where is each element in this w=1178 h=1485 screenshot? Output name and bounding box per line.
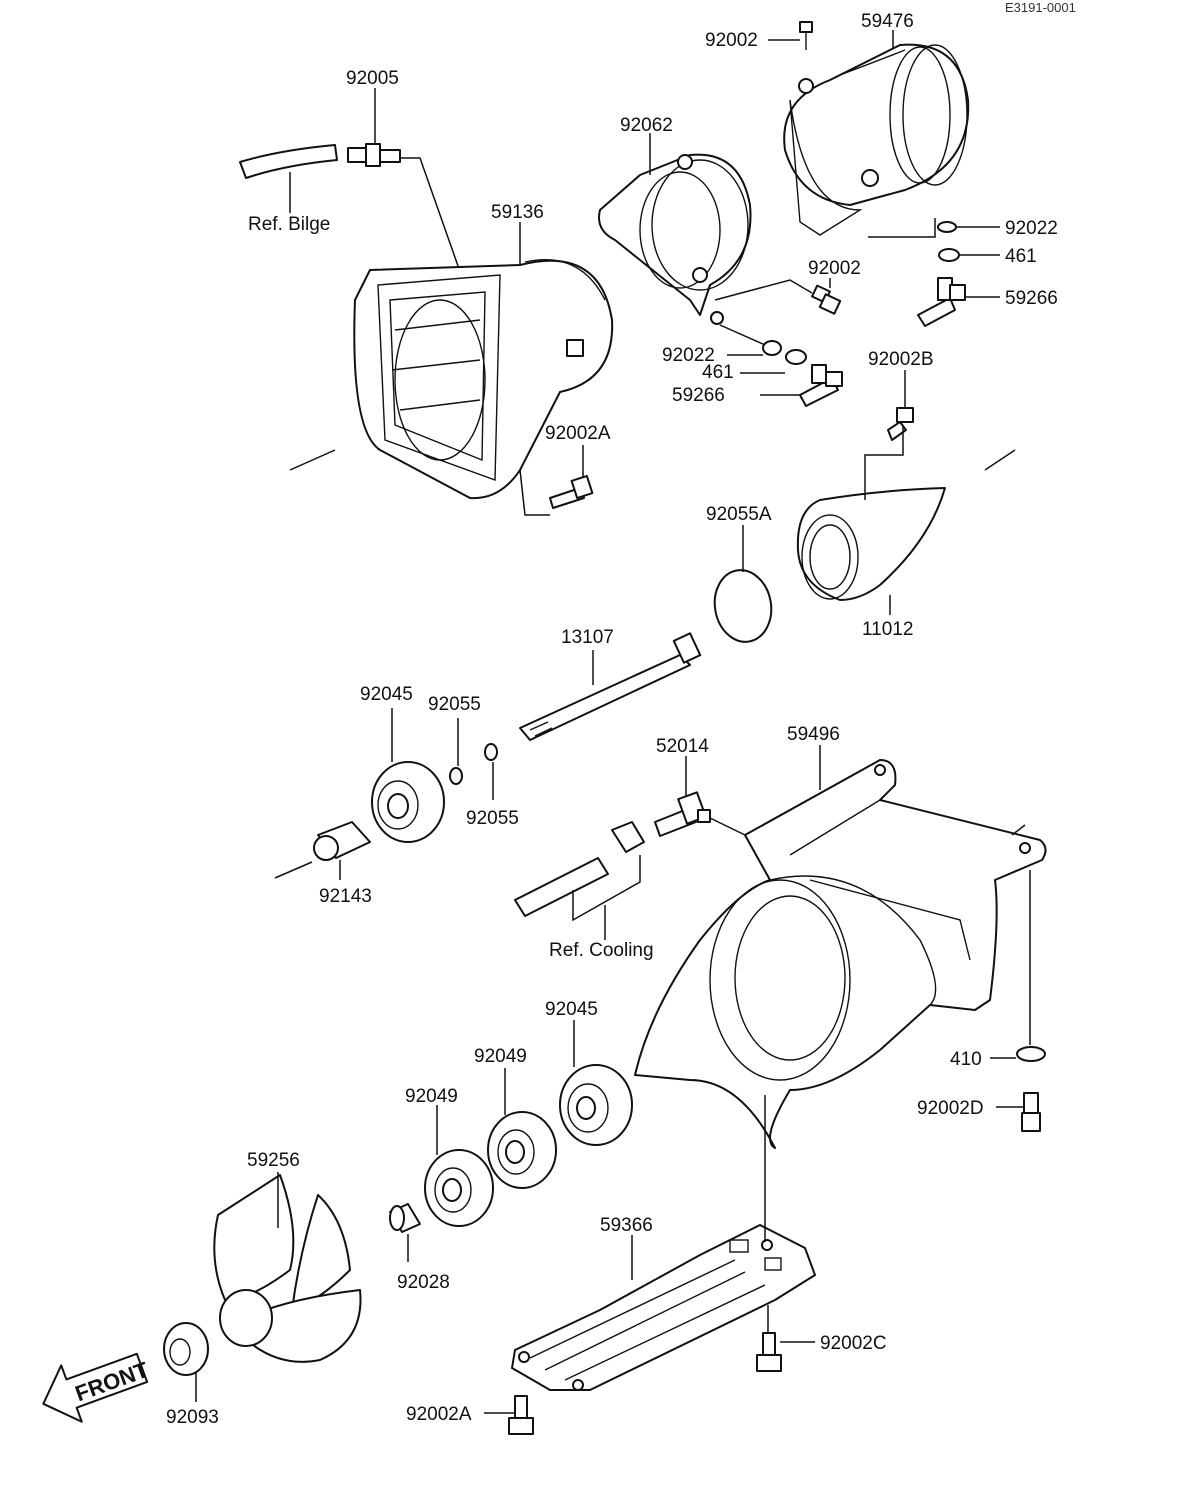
part-cooling-hose [514, 821, 645, 917]
callout-92055-a: 92055 [428, 694, 481, 715]
part-92055-washer-a [449, 767, 463, 785]
part-92028-collar [389, 1203, 421, 1233]
callout-92022-right: 92022 [1005, 218, 1058, 239]
callout-461-mid: 461 [702, 362, 734, 383]
part-92055A-oring [713, 569, 773, 643]
callout-59496: 59496 [787, 724, 840, 745]
part-410-washer [1016, 1046, 1046, 1062]
part-59366-bracket [511, 1224, 816, 1391]
callout-13107: 13107 [561, 627, 614, 648]
part-92049-bearing-b [487, 1111, 557, 1189]
callout-59476: 59476 [861, 11, 914, 32]
part-59266-right-fitting [917, 277, 966, 327]
part-92055-washer-b [484, 743, 498, 761]
part-11012-cone [796, 487, 946, 601]
ref-bilge-label: Ref. Bilge [248, 214, 330, 235]
ref-cooling-label: Ref. Cooling [549, 940, 654, 961]
part-59266-mid-fitting [799, 364, 843, 407]
callout-59256: 59256 [247, 1150, 300, 1171]
callout-92028: 92028 [397, 1272, 450, 1293]
callout-92002A-bottom: 92002A [406, 1404, 472, 1425]
callout-92002-top: 92002 [705, 30, 758, 51]
callout-92002D: 92002D [917, 1098, 984, 1119]
callout-52014: 52014 [656, 736, 709, 757]
callout-92022-mid: 92022 [662, 345, 715, 366]
part-52014-fitting [654, 791, 711, 837]
callout-461-right: 461 [1005, 246, 1037, 267]
part-92002D-bolt [1021, 1092, 1041, 1132]
part-59496-pump-body [634, 759, 1047, 1149]
part-13107-shaft [519, 632, 702, 741]
part-92002B-bolt [887, 407, 914, 441]
callout-92045-mid: 92045 [545, 999, 598, 1020]
part-92002-mid-bolt [811, 284, 842, 315]
callout-92055A: 92055A [706, 504, 772, 525]
part-92002A-top-bolt [549, 474, 594, 509]
callout-59366: 59366 [600, 1215, 653, 1236]
part-92062-ring [598, 153, 752, 325]
callout-92049-b: 92049 [474, 1046, 527, 1067]
callout-11012: 11012 [862, 619, 913, 640]
callout-410: 410 [950, 1049, 982, 1070]
part-92045-mid-bearing [559, 1064, 633, 1146]
callout-92045-top: 92045 [360, 684, 413, 705]
callout-59136: 59136 [491, 202, 544, 223]
part-92045-top-bearing [371, 761, 445, 843]
callout-92002-mid: 92002 [808, 258, 861, 279]
callout-59266-right: 59266 [1005, 288, 1058, 309]
part-92143-sleeve [313, 821, 371, 861]
callout-92002C: 92002C [820, 1333, 887, 1354]
part-92093-seal [163, 1322, 209, 1376]
callout-92049-a: 92049 [405, 1086, 458, 1107]
callout-59266-mid: 59266 [672, 385, 725, 406]
callout-92055-b: 92055 [466, 808, 519, 829]
part-92002A-bottom-bolt [508, 1395, 534, 1435]
callout-92005: 92005 [346, 68, 399, 89]
drawing-code: E3191-0001 [1005, 0, 1076, 15]
front-arrow-icon: FRONT [42, 1352, 152, 1423]
callout-92002A-top: 92002A [545, 423, 611, 444]
part-bilge-hose [239, 144, 338, 179]
callout-92093: 92093 [166, 1407, 219, 1428]
callout-92002B: 92002B [868, 349, 934, 370]
part-59476-nozzle [783, 43, 970, 236]
part-92049-bearing-a [424, 1149, 494, 1227]
part-92002C-bolt [756, 1332, 782, 1372]
part-59256-impeller [213, 1174, 362, 1363]
callout-92062: 92062 [620, 115, 673, 136]
part-92005-fitting [347, 143, 401, 167]
part-92002-top-bolt [799, 21, 813, 50]
part-59136-housing [353, 258, 614, 500]
callout-92143: 92143 [319, 886, 372, 907]
